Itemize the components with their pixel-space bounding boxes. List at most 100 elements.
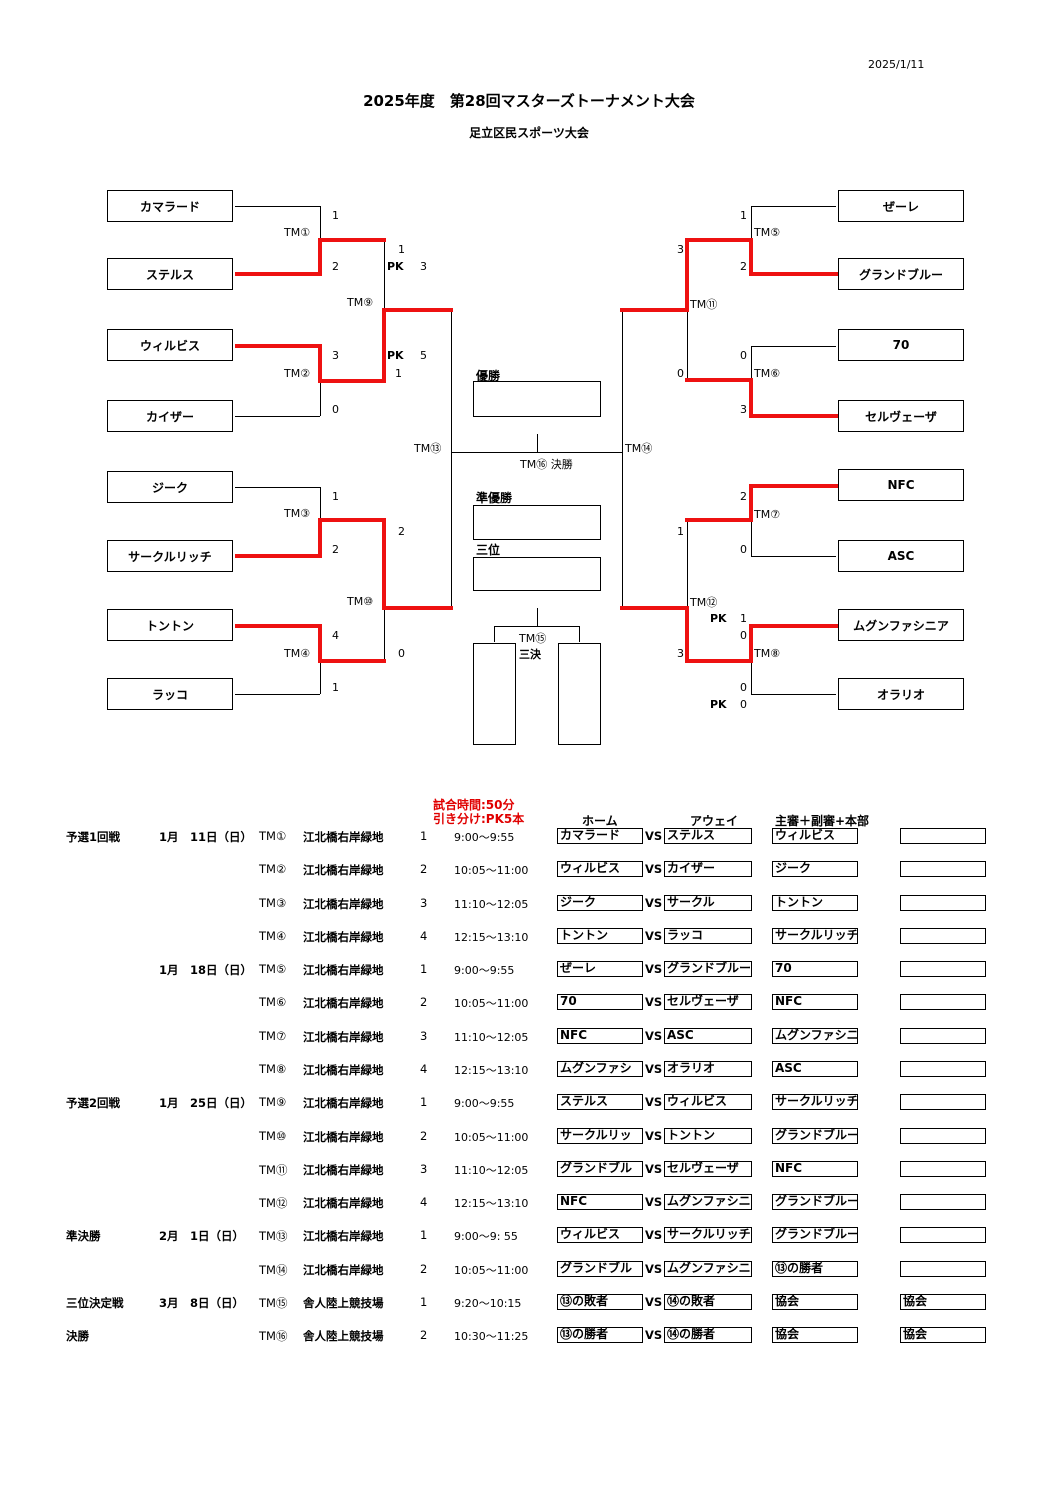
match-time: 10:30～11:25 (454, 1330, 529, 1343)
match-time: 10:05～11:00 (454, 1131, 529, 1144)
referee-cell: グランドブルー (772, 1194, 858, 1210)
team-box-left-4: カイザー (107, 400, 233, 432)
match-time: 10:05～11:00 (454, 997, 529, 1010)
score: 2 (740, 260, 747, 273)
page-subtitle: 足立区民スポーツ大会 (469, 126, 589, 140)
referee-header: 主審＋副審+本部 (775, 814, 870, 828)
match-time: 12:15～13:10 (454, 931, 529, 944)
score: 1 (395, 367, 402, 380)
away-team-cell: オラリオ (664, 1061, 752, 1077)
away-header: アウェイ (690, 814, 739, 828)
team-box-left-7: トントン (107, 609, 233, 641)
match-label: TM⑩ (347, 595, 374, 608)
score: 3 (332, 349, 339, 362)
score: 0 (398, 647, 405, 660)
vs-label: VS (645, 862, 663, 876)
score: 2 (398, 525, 405, 538)
match-id: TM⑥ (259, 995, 287, 1009)
note-cell: 協会 (900, 1327, 986, 1343)
court-number: 2 (420, 995, 428, 1009)
away-team-cell: ウィルビス (664, 1094, 752, 1110)
referee-cell: グランドブルー (772, 1128, 858, 1144)
score: 0 (740, 629, 747, 642)
round-label: 予選1回戦 (66, 830, 121, 844)
away-team-cell: ⑭の敗者 (664, 1294, 752, 1310)
team-box-right-4: セルヴェーザ (838, 400, 964, 432)
vs-label: VS (645, 1195, 663, 1209)
match-id: TM④ (259, 929, 287, 943)
pk-score: 1 (740, 612, 747, 625)
third-label: 三位 (476, 543, 501, 557)
home-team-cell: グランドブル (557, 1261, 643, 1277)
match-label: TM⑭ (625, 442, 653, 455)
home-team-cell: ⑬の勝者 (557, 1327, 643, 1343)
match-time: 9:00～9: 55 (454, 1230, 518, 1243)
court-number: 3 (420, 896, 428, 910)
match-label: TM⑦ (754, 508, 781, 521)
away-team-cell: ⑭の勝者 (664, 1327, 752, 1343)
vs-label: VS (645, 896, 663, 910)
away-team-cell: グランドブルー (664, 961, 752, 977)
match-time: 10:05～11:00 (454, 864, 529, 877)
home-team-cell: ぜーレ (557, 961, 643, 977)
referee-cell: グランドブルー (772, 1227, 858, 1243)
score: 0 (332, 403, 339, 416)
match-id: TM⑫ (259, 1196, 288, 1210)
home-team-cell: ステルス (557, 1094, 643, 1110)
away-team-cell: セルヴェーザ (664, 994, 752, 1010)
match-date: 1月 18日（日） (159, 963, 253, 977)
venue: 江北橋右岸緑地 (303, 1096, 384, 1110)
note-cell (900, 1227, 986, 1243)
vs-label: VS (645, 1228, 663, 1242)
home-team-cell: ジーク (557, 895, 643, 911)
home-team-cell: ウィルビス (557, 861, 643, 877)
pk-score: 5 (420, 349, 427, 362)
score: 3 (677, 647, 684, 660)
court-number: 3 (420, 1162, 428, 1176)
round-label: 決勝 (66, 1329, 89, 1343)
away-team-cell: サークルリッチ (664, 1227, 752, 1243)
team-box-left-3: ウィルビス (107, 329, 233, 361)
score: 0 (740, 349, 747, 362)
match-date: 3月 8日（日） (159, 1296, 245, 1310)
court-number: 1 (420, 1295, 428, 1309)
match-id: TM⑤ (259, 962, 287, 976)
court-number: 1 (420, 829, 428, 843)
score: 1 (332, 209, 339, 222)
home-team-cell: サークルリッ (557, 1128, 643, 1144)
match-id: TM③ (259, 896, 287, 910)
round-label: 三位決定戦 (66, 1296, 124, 1310)
pk-score: 3 (420, 260, 427, 273)
referee-cell: サークルリッチ (772, 928, 858, 944)
match-id: TM⑯ (259, 1329, 288, 1343)
match-time: 12:15～13:10 (454, 1197, 529, 1210)
match-time: 9:20～10:15 (454, 1297, 522, 1310)
home-team-cell: トントン (557, 928, 643, 944)
score: 3 (740, 403, 747, 416)
note-cell (900, 1128, 986, 1144)
court-number: 1 (420, 962, 428, 976)
home-team-cell: グランドブル (557, 1161, 643, 1177)
match-time: 10:05～11:00 (454, 1264, 529, 1277)
venue: 江北橋右岸緑地 (303, 1030, 384, 1044)
home-team-cell: ムグンファシ (557, 1061, 643, 1077)
team-box-right-7: ムグンファシニア (838, 609, 964, 641)
note-cell (900, 895, 986, 911)
match-time: 9:00～9:55 (454, 964, 515, 977)
away-team-cell: ステルス (664, 828, 752, 844)
court-number: 4 (420, 1062, 428, 1076)
score: 1 (677, 525, 684, 538)
runner-up-box (473, 505, 601, 540)
venue: 江北橋右岸緑地 (303, 1130, 384, 1144)
venue: 江北橋右岸緑地 (303, 996, 384, 1010)
score: 2 (332, 543, 339, 556)
score: 1 (398, 243, 405, 256)
team-box-right-3: 70 (838, 329, 964, 361)
away-team-cell: ムグンファシニア (664, 1261, 752, 1277)
third-box (473, 557, 601, 591)
venue: 江北橋右岸緑地 (303, 897, 384, 911)
match-date: 1月 25日（日） (159, 1096, 253, 1110)
pk-score: 0 (740, 698, 747, 711)
note-cell (900, 1194, 986, 1210)
venue: 江北橋右岸緑地 (303, 863, 384, 877)
